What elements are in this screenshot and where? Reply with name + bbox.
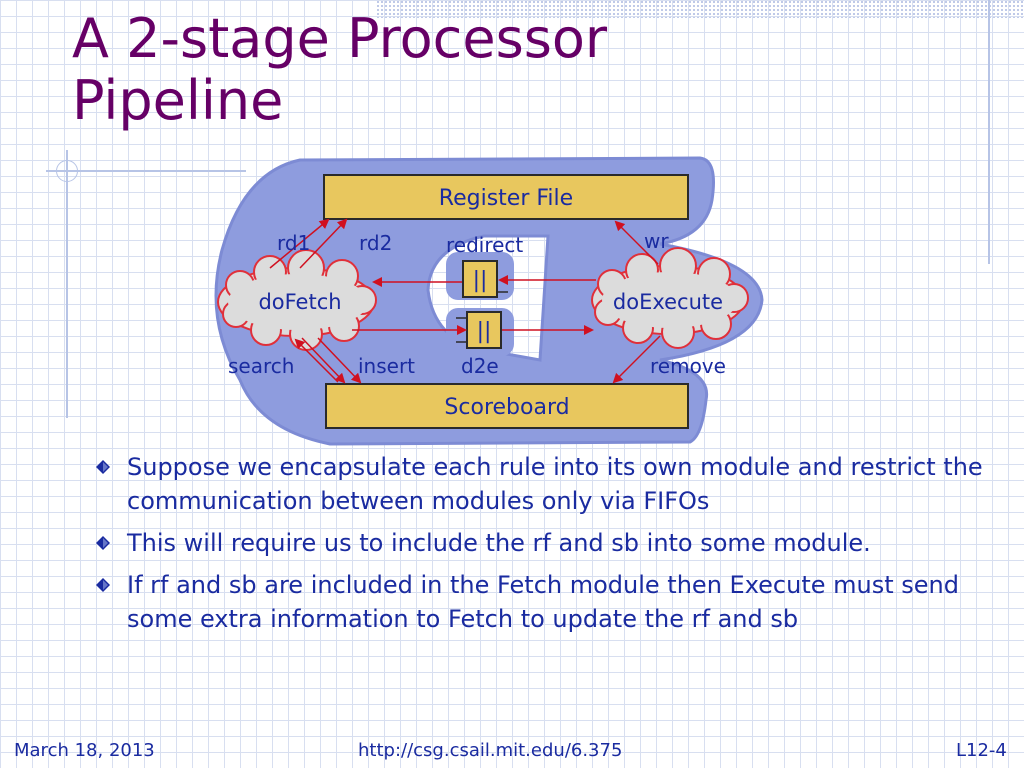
search-arrow: [301, 337, 346, 384]
insert-arrow: [317, 337, 362, 384]
doexecute-label: doExecute: [613, 290, 723, 314]
footer-date: March 18, 2013: [14, 740, 155, 761]
bullet-item: Suppose we encapsulate each rule into it…: [96, 450, 996, 518]
bullet-item: If rf and sb are included in the Fetch m…: [96, 568, 996, 636]
scoreboard-label: Scoreboard: [444, 395, 569, 420]
decorative-left-vertical-line: [66, 150, 68, 418]
redirect-fifo: [462, 260, 498, 298]
decorative-right-vertical-line: [988, 0, 990, 264]
bullet-text: If rf and sb are included in the Fetch m…: [127, 571, 959, 633]
decorative-left-horizontal-line: [46, 170, 246, 172]
wr-arrow: [614, 220, 659, 265]
bullet-text: Suppose we encapsulate each rule into it…: [127, 453, 983, 515]
footer-slide-number: L12-4: [956, 740, 1007, 761]
title-line-2: Pipeline: [72, 69, 284, 132]
search-label: search: [228, 354, 294, 378]
d2e-fifo-symbol: ||: [477, 319, 492, 344]
search-return-arrow: [294, 338, 339, 383]
scoreboard-box: [325, 383, 689, 429]
diamond-icon: [96, 578, 110, 592]
dofetch-cloud: [217, 249, 377, 351]
diamond-icon: [96, 460, 110, 474]
bullet-item: This will require us to include the rf a…: [96, 526, 996, 560]
remove-label: remove: [650, 354, 726, 378]
d2e-fifo: [466, 311, 502, 349]
redirect-label: redirect: [446, 233, 523, 257]
dofetch-label: doFetch: [258, 290, 341, 314]
register-file-box: [323, 174, 689, 220]
rd1-arrow: [269, 218, 330, 269]
bullet-text: This will require us to include the rf a…: [127, 529, 871, 557]
bullet-list: Suppose we encapsulate each rule into it…: [96, 450, 996, 644]
register-file-label: Register File: [439, 186, 573, 211]
redirect-fifo-symbol: ||: [473, 268, 488, 293]
doexecute-cloud: [591, 247, 749, 349]
rd2-arrow: [299, 218, 348, 269]
footer-url: http://csg.csail.mit.edu/6.375: [358, 740, 623, 761]
pipeline-diagram: Register File Scoreboard doFetch doExecu…: [214, 156, 764, 446]
decorative-circle: [56, 160, 78, 182]
wr-label: wr: [644, 229, 669, 253]
remove-arrow: [612, 335, 661, 384]
d2e-label: d2e: [461, 354, 499, 378]
title-line-1: A 2-stage Processor: [72, 7, 608, 70]
decorative-top-band: [376, 0, 1024, 18]
diamond-icon: [96, 536, 110, 550]
insert-label: insert: [358, 354, 415, 378]
slide-title: A 2-stage Processor Pipeline: [72, 8, 607, 132]
rd1-label: rd1: [277, 231, 310, 255]
rd2-label: rd2: [359, 231, 392, 255]
